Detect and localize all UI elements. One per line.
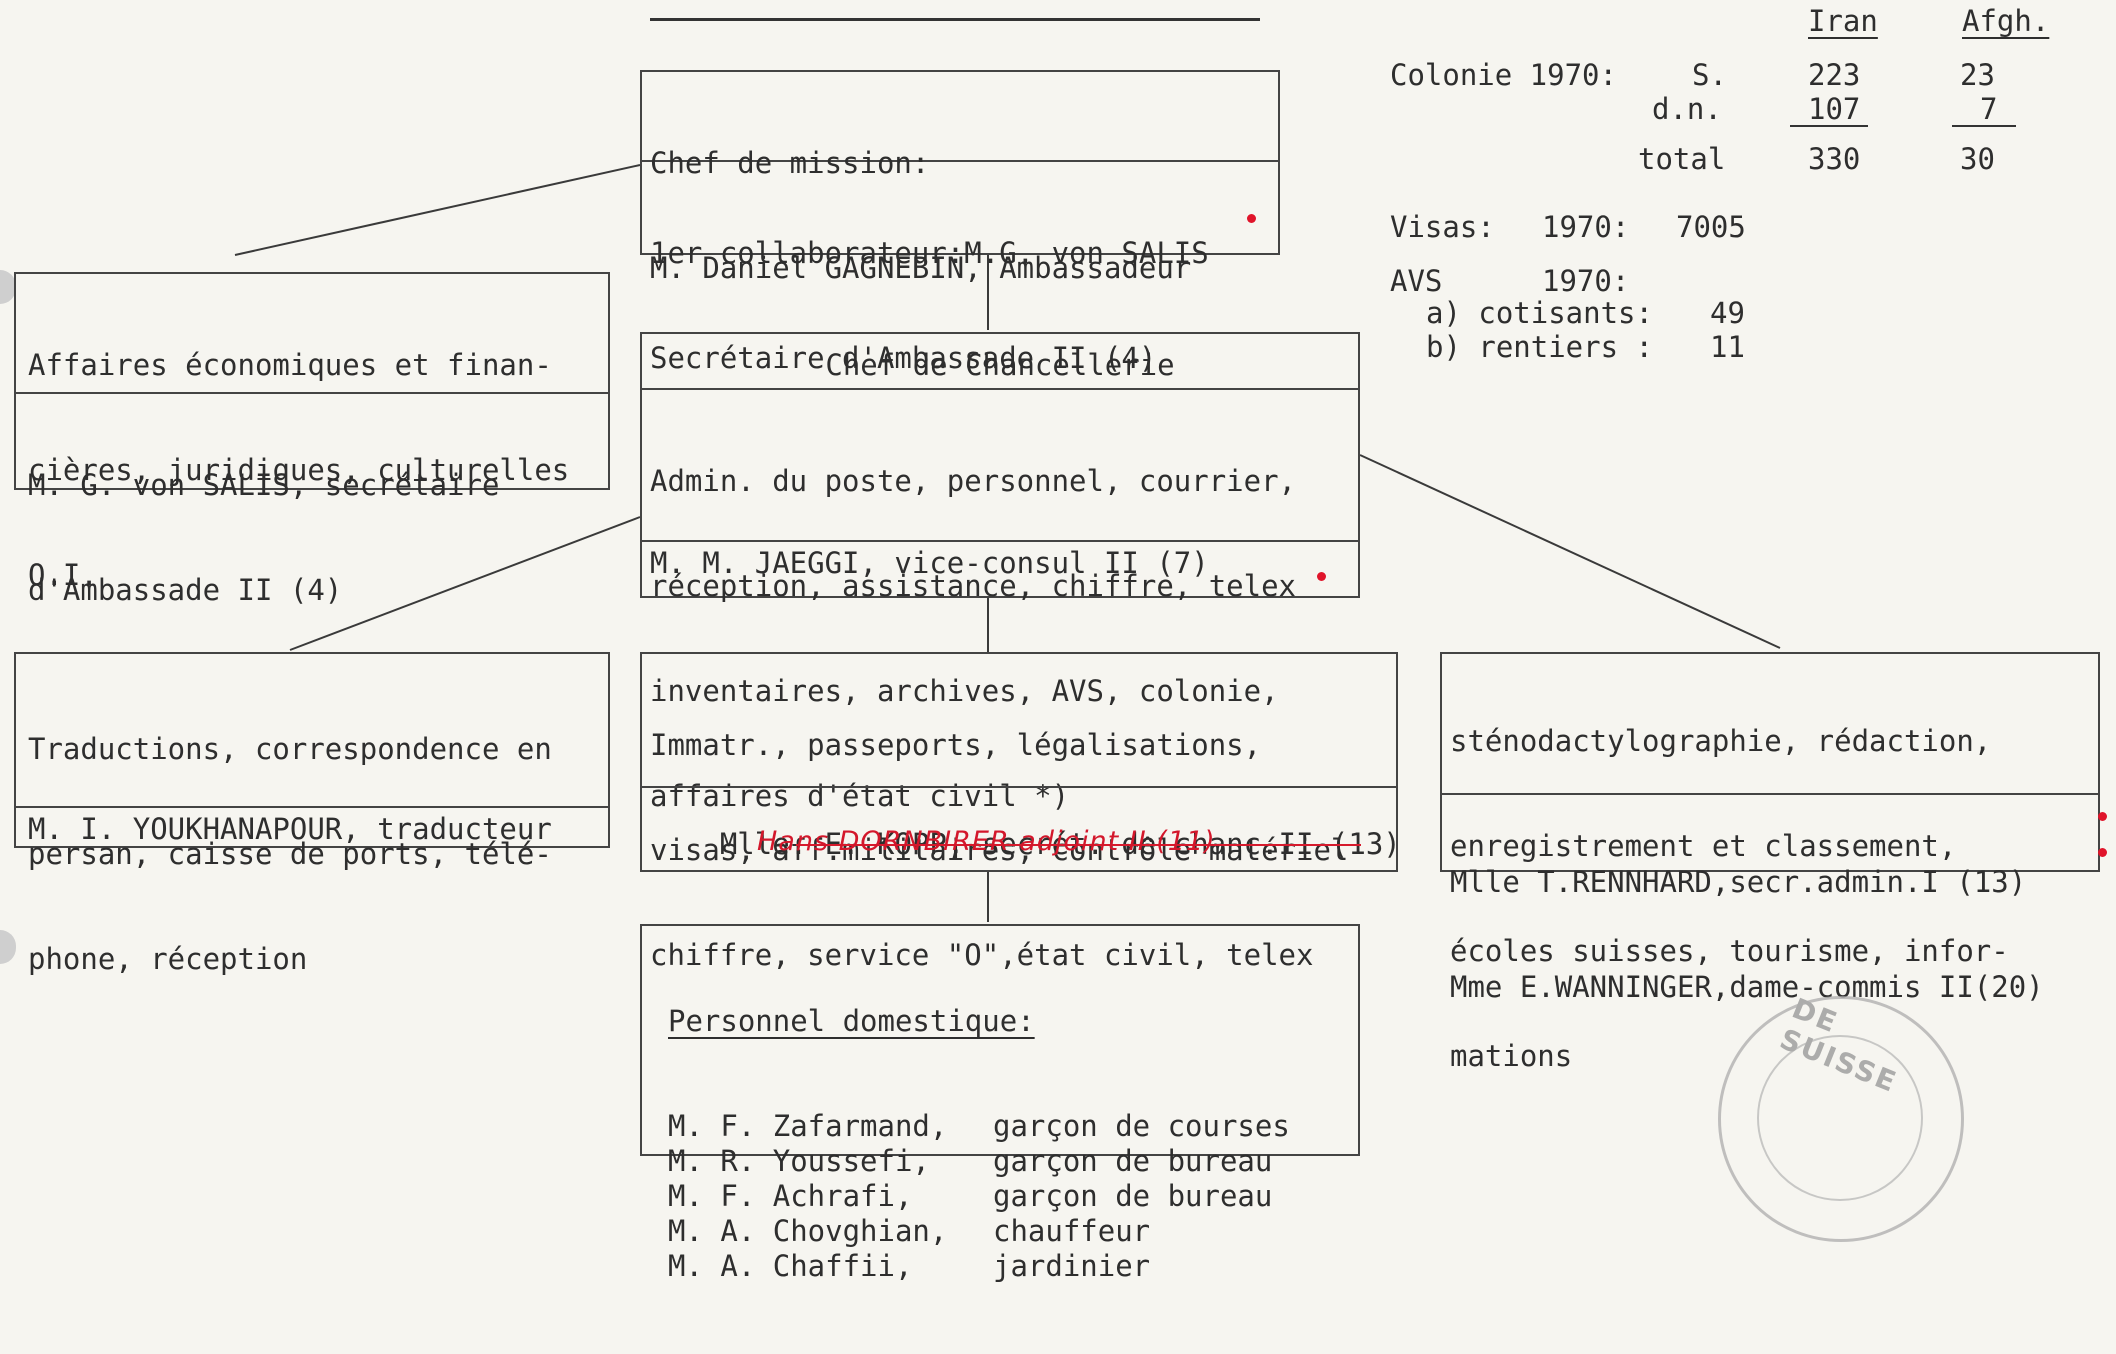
total-iran: 330 xyxy=(1808,142,1861,176)
red-mark-dot xyxy=(2098,848,2107,857)
sum-rule-afgh xyxy=(1952,125,2016,127)
translations-line1: Traductions, correspondence en xyxy=(28,732,552,766)
sum-rule-iran xyxy=(1790,125,1868,127)
visas-value: 7005 xyxy=(1676,210,1746,244)
economic-affairs-line1: Affaires économiques et finan- xyxy=(28,348,552,382)
chief-name: M. Daniel GAGNEBIN, Ambassadeur xyxy=(650,251,1192,285)
typing-line4: mations xyxy=(1450,1039,1573,1073)
col-header-afgh: Afgh. xyxy=(1962,4,2050,38)
chief-of-mission-box: Chef de mission: M. Daniel GAGNEBIN, Amb… xyxy=(640,70,1280,375)
domestic-staff-row: M. F. Zafarmand, garçon de courses xyxy=(668,1109,1358,1144)
visas-year: 1970: xyxy=(1542,210,1630,244)
typing-person1: Mlle T.RENNHARD,secr.admin.I (13) xyxy=(1450,865,2027,899)
chancellery-chief-box: Chef de Chancellerie Admin. du poste, pe… xyxy=(640,332,1360,813)
translations-line3: phone, réception xyxy=(28,942,308,976)
handwritten-correction: Hans DORNBIRER adjoint II (11) xyxy=(757,826,1216,857)
s-iran: 223 xyxy=(1808,58,1861,92)
red-mark-dot xyxy=(1247,214,1256,223)
registration-person-struck: Mlle. E. KOPP, secrét. de chanc.II (13) xyxy=(719,827,1401,861)
first-collaborator: 1er collaborateur:M.G. von SALIS xyxy=(650,236,1209,270)
typing-line1: sténodactylographie, rédaction, xyxy=(1450,724,1992,758)
first-collaborator-title: Secrétaire d'Ambassade II (4) xyxy=(650,341,1157,375)
avs-label: AVS xyxy=(1390,264,1443,298)
heading-underline xyxy=(650,18,1260,21)
domestic-staff-row: M. R. Youssefi, garçon de bureau xyxy=(668,1144,1358,1179)
chancellery-duties-line4: affaires d'état civil *) xyxy=(650,779,1070,813)
total-afgh: 30 xyxy=(1960,142,1995,176)
chief-title: Chef de mission: xyxy=(650,146,930,180)
domestic-staff-row: M. F. Achrafi, garçon de bureau xyxy=(668,1179,1358,1214)
translations-box: Traductions, correspondence en persan, c… xyxy=(14,652,610,976)
dn-iran: 107 xyxy=(1808,92,1861,126)
economic-affairs-person1: M. G. von SALIS, secrétaire xyxy=(28,468,500,502)
avs-rentiers-value: 11 xyxy=(1710,330,1745,364)
typing-line3: écoles suisses, tourisme, infor- xyxy=(1450,934,2009,968)
domestic-staff-row: M. A. Chovghian, chauffeur xyxy=(668,1214,1358,1249)
registration-line1: Immatr., passeports, légalisations, xyxy=(650,728,1262,762)
typing-line2: enregistrement et classement, xyxy=(1450,829,1957,863)
registration-box: Immatr., passeports, légalisations, visa… xyxy=(640,652,1401,972)
chancellery-duties-line3: inventaires, archives, AVS, colonie, xyxy=(650,674,1279,708)
economic-affairs-person2: d'Ambassade II (4) xyxy=(28,573,343,607)
s-afgh: 23 xyxy=(1960,58,1995,92)
avs-year: 1970: xyxy=(1542,264,1630,298)
dn-label: d.n. xyxy=(1652,92,1722,126)
economic-affairs-line2: cières, juridiques, culturelles xyxy=(28,453,570,487)
economic-affairs-box: Affaires économiques et finan- cières, j… xyxy=(14,272,610,607)
avs-cotisants-label: a) cotisants: xyxy=(1426,296,1653,330)
avs-rentiers-label: b) rentiers : xyxy=(1426,330,1653,364)
translations-line2: persan, caisse de ports, télé- xyxy=(28,837,552,871)
domestic-staff-name: M. F. Zafarmand, xyxy=(668,1109,948,1143)
domestic-staff-row: M. A. Chaffii, jardinier xyxy=(668,1249,1358,1284)
chancellery-duties-line2: réception, assistance, chiffre, telex xyxy=(650,569,1297,603)
visas-label: Visas: xyxy=(1390,210,1495,244)
domestic-staff-role: jardinier xyxy=(993,1249,1151,1283)
domestic-staff-name: M. R. Youssefi, xyxy=(668,1144,930,1178)
red-mark-dot xyxy=(1317,572,1326,581)
punch-hole xyxy=(0,930,16,964)
total-label: total xyxy=(1638,142,1726,176)
col-header-iran: Iran xyxy=(1808,4,1878,38)
chancellery-title: Chef de Chancellerie xyxy=(825,348,1175,382)
s-label: S. xyxy=(1692,58,1727,92)
avs-cotisants-value: 49 xyxy=(1710,296,1745,330)
typing-person2: Mme E.WANNINGER,dame-commis II(20) xyxy=(1450,970,2044,1004)
domestic-staff-name: M. A. Chovghian, xyxy=(668,1214,948,1248)
translations-person: M. I. YOUKHANAPOUR, traducteur xyxy=(28,812,552,846)
colonie-label: Colonie 1970: xyxy=(1390,58,1617,92)
registration-line3: chiffre, service "O",état civil, telex xyxy=(650,938,1314,972)
domestic-staff-role: chauffeur xyxy=(993,1214,1151,1248)
domestic-staff-name: M. F. Achrafi, xyxy=(668,1179,913,1213)
statistics-panel: Iran Afgh. Colonie 1970: S. 223 23 d.n. … xyxy=(1380,0,2100,380)
typing-box: sténodactylographie, rédaction, enregist… xyxy=(1440,652,2107,1073)
dn-afgh: 7 xyxy=(1980,92,1998,126)
domestic-staff-title: Personnel domestique: xyxy=(668,1004,1035,1038)
punch-hole xyxy=(0,270,16,304)
economic-affairs-line3: O.I. xyxy=(28,558,98,592)
chancellery-duties-line1: Admin. du poste, personnel, courrier, xyxy=(650,464,1297,498)
red-mark-dot xyxy=(2098,812,2107,821)
domestic-staff-role: garçon de courses xyxy=(993,1109,1290,1143)
domestic-staff-box: Personnel domestique: M. F. Zafarmand, ga… xyxy=(640,924,1360,1283)
chancellery-person: M. M. JAEGGI, vice-consul II (7) xyxy=(650,546,1209,580)
embassy-stamp: DE SUISSE xyxy=(1718,992,1964,1242)
domestic-staff-role: garçon de bureau xyxy=(993,1179,1273,1213)
connector-lines xyxy=(234,164,1781,922)
domestic-staff-role: garçon de bureau xyxy=(993,1144,1273,1178)
domestic-staff-name: M. A. Chaffii, xyxy=(668,1249,913,1283)
registration-line2: visas, aff.militaires, contrôle matériel xyxy=(650,833,1349,867)
